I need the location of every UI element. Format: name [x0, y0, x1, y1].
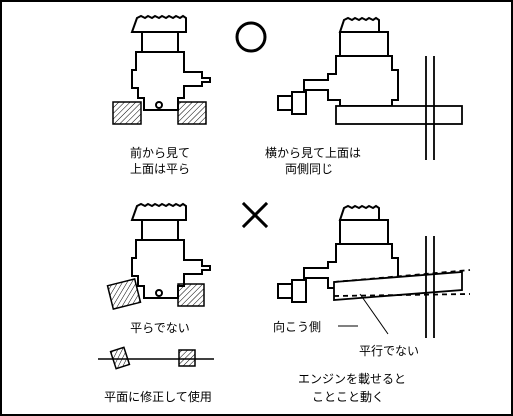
engine-front-view-flat: [130, 14, 211, 111]
label-not-flat: 平らでない: [130, 321, 190, 335]
callout-lines: [338, 293, 389, 335]
engine-front-view-uneven: [130, 202, 211, 299]
block-left-flat: [112, 101, 142, 125]
block-right-flat: [177, 101, 207, 125]
label-side-top: 横から見て上面は: [265, 146, 362, 160]
engine-side-view-flat: [277, 16, 399, 115]
label-front-top: 前から見て: [129, 146, 190, 160]
mount-rails-flat: [335, 56, 463, 160]
good-circle-icon: [235, 21, 267, 53]
label-mount-bottom: ことこと動く: [312, 390, 385, 404]
label-not-parallel: 平行でない: [359, 344, 420, 358]
block-right-tilted: [177, 283, 205, 307]
label-fix-use: 平面に修正して使用: [104, 390, 212, 404]
bad-cross-icon: [241, 201, 269, 229]
label-mount-top: エンジンを載せると: [298, 372, 407, 386]
label-far-side: 向こう側: [273, 320, 322, 334]
label-front-bottom: 上面は平ら: [129, 162, 190, 176]
block-left-tilted: [106, 278, 142, 310]
label-side-bottom: 両側同じ: [285, 162, 334, 176]
mount-rails-uneven: [333, 236, 471, 338]
flat-correction-illustration: [98, 346, 214, 370]
